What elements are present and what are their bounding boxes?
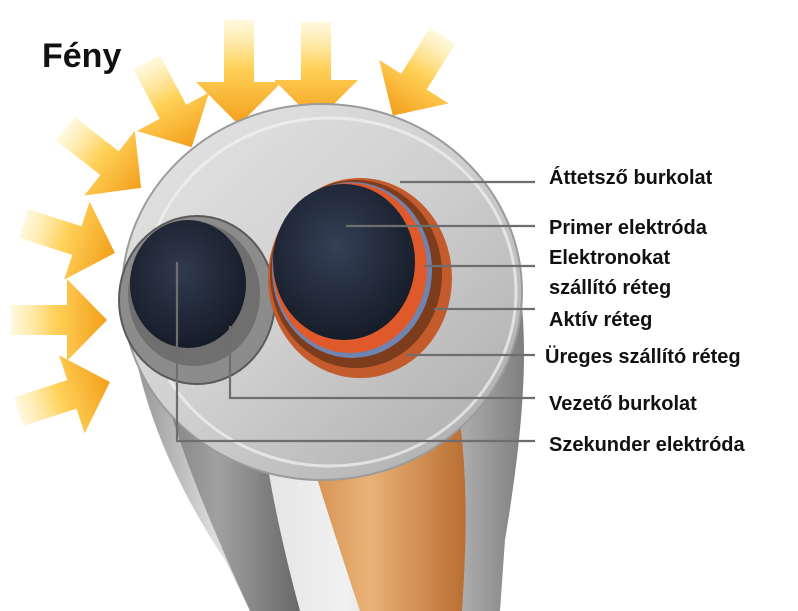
label-electron-transport-line2: szállító réteg — [549, 277, 671, 299]
label-hole-transport-layer: Üreges szállító réteg — [545, 345, 741, 368]
leader-lines — [175, 180, 535, 443]
leader-line-conductive-cladding — [228, 326, 535, 400]
light-rays — [11, 20, 456, 434]
primary-electrode — [273, 184, 415, 340]
label-active-layer: Aktív réteg — [549, 309, 652, 331]
arrow-icon — [196, 20, 282, 125]
arrow-icon — [14, 355, 110, 434]
title-text: Fény — [42, 37, 121, 75]
label-transparent-cladding: Áttetsző burkolat — [549, 166, 713, 189]
label-secondary-electrode: Szekunder elektróda — [549, 434, 746, 456]
arrow-icon — [133, 55, 210, 148]
leader-line-secondary-electrode — [175, 262, 535, 443]
labels: Áttetsző burkolat Primer elektróda Elekt… — [545, 166, 746, 456]
label-electron-transport-line1: Elektronokat — [549, 247, 670, 269]
fiber-end-face — [118, 103, 523, 481]
arrow-icon — [19, 201, 115, 280]
label-conductive-cladding: Vezető burkolat — [549, 393, 697, 415]
arrow-icon — [56, 116, 142, 196]
arrow-icon — [274, 22, 358, 122]
secondary-electrode — [130, 220, 246, 348]
label-primary-electrode: Primer elektróda — [549, 217, 708, 239]
arrow-icon — [11, 279, 107, 361]
arrow-icon — [379, 27, 456, 116]
